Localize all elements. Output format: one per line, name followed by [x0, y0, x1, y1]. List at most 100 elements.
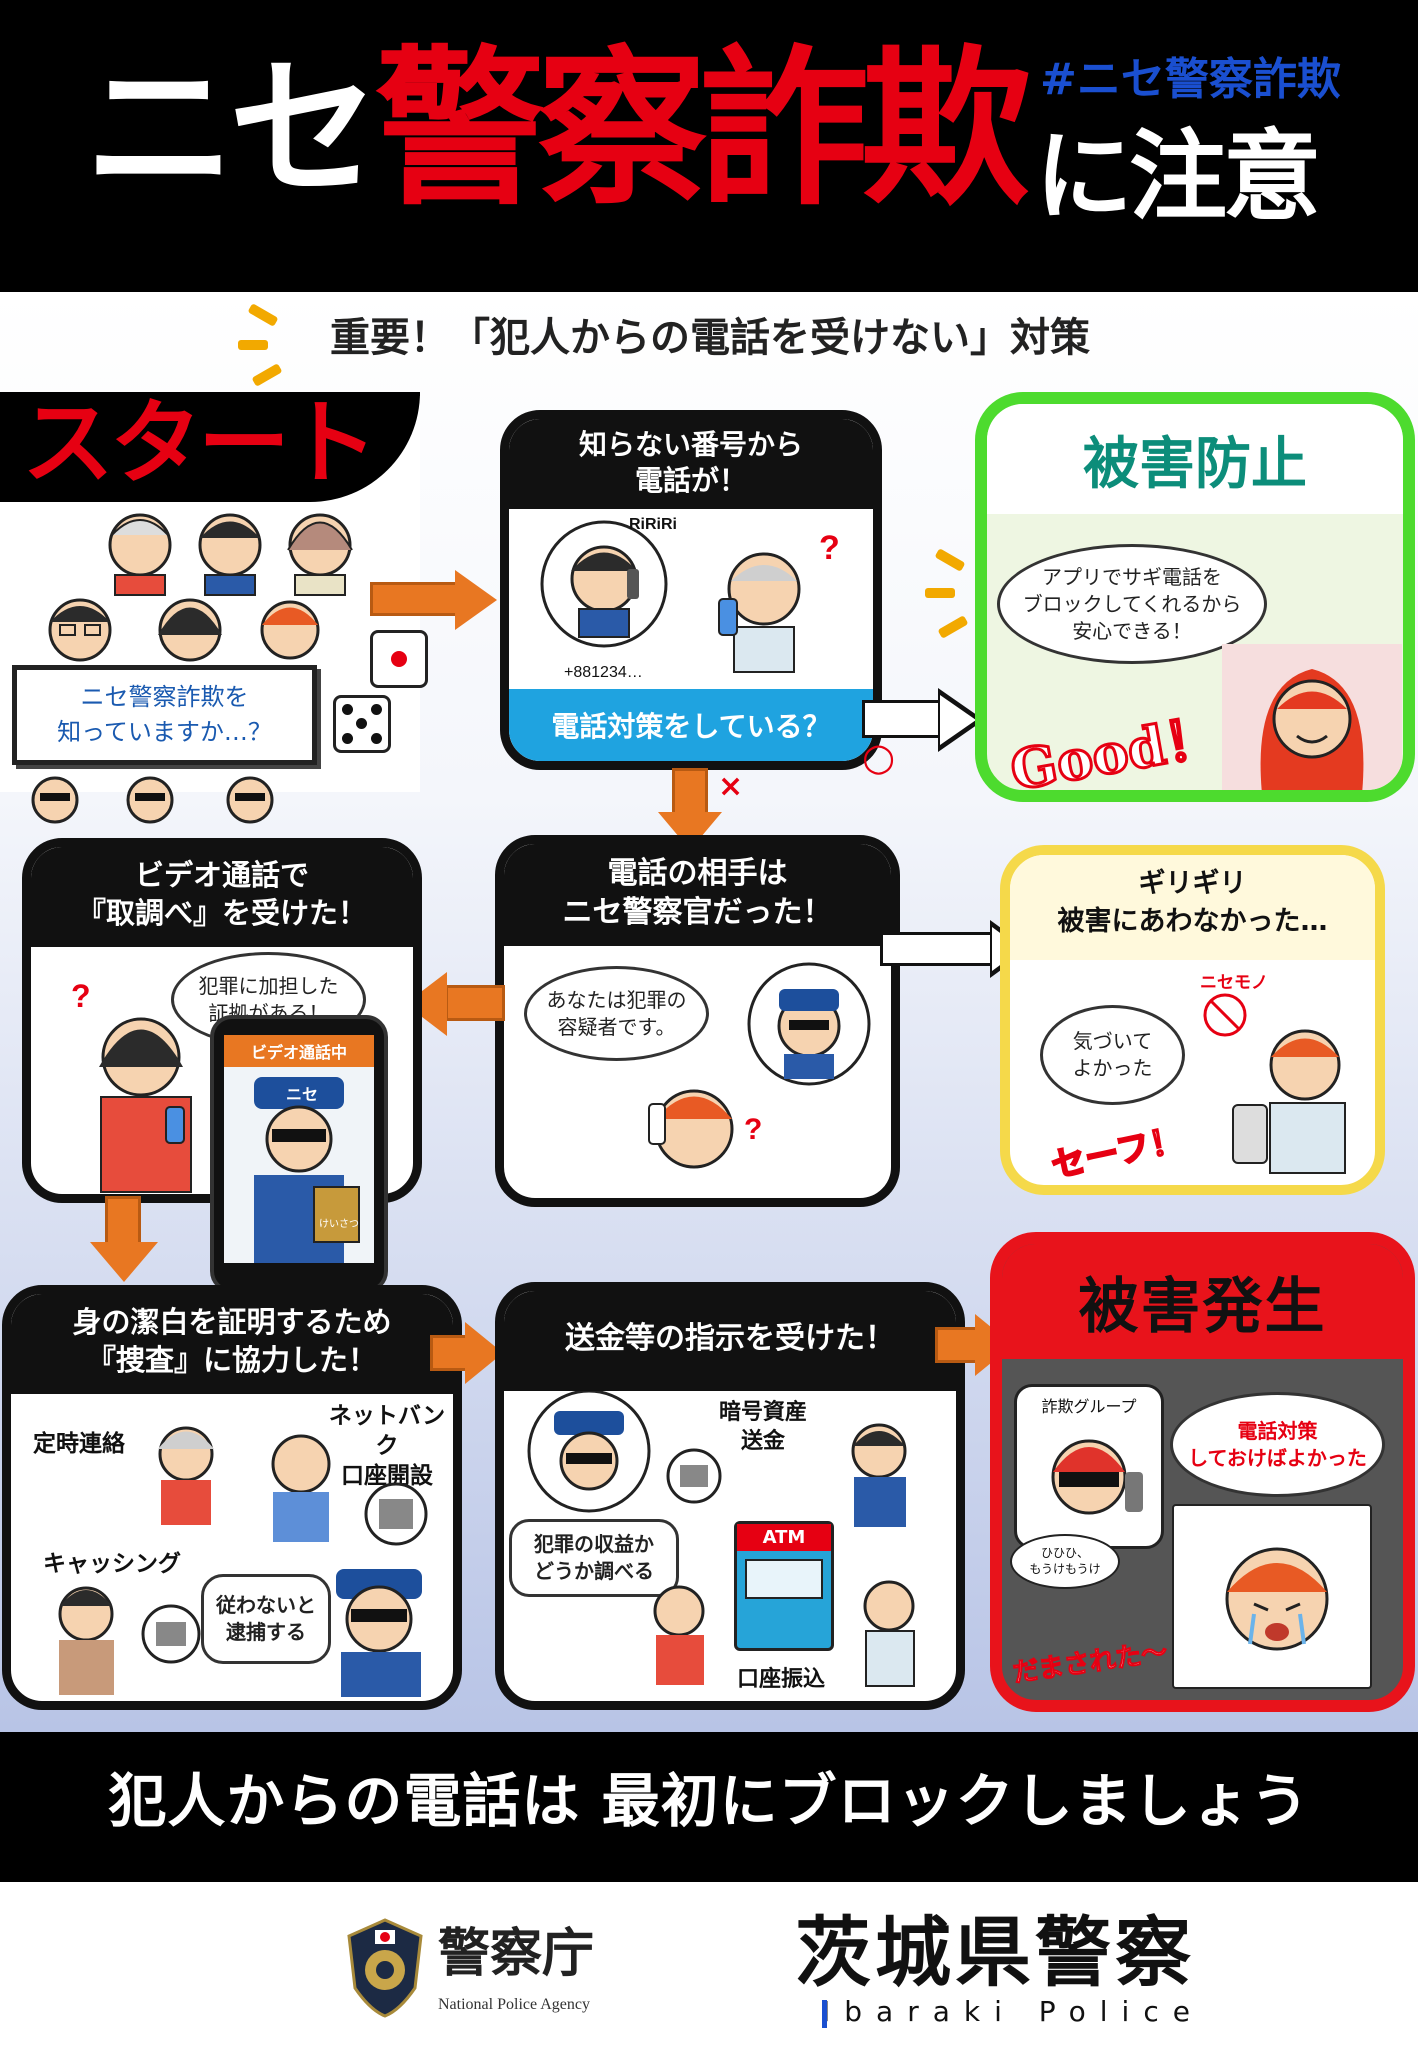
face-businessman	[198, 513, 262, 596]
step4-panel: 身の潔白を証明するため 『捜査』に協力した！ 定時連絡 ネットバンク 口座開設 …	[2, 1285, 462, 1710]
prevented-panel: 被害防止 アプリでサギ電話を ブロックしてくれるから 安心できる！ Good！	[975, 392, 1415, 802]
npa-name: 警察庁	[438, 1923, 595, 1984]
safe-label: セーフ！	[1047, 1118, 1188, 1187]
arrow-yes-to-prevented	[862, 700, 942, 738]
face-woman	[158, 598, 222, 662]
face-boy	[260, 600, 320, 660]
escape-bubble: 気づいて よかった	[1040, 1005, 1185, 1105]
spark-icon	[925, 588, 955, 598]
start-question: ニセ警察詐欺を 知っていますか…？	[57, 683, 272, 746]
arrow-step4-to-step5	[430, 1335, 470, 1371]
group-label: 詐欺グループ	[1041, 1397, 1137, 1416]
officer-on-screen: ニセ けいさつ	[254, 1077, 360, 1263]
step3-title: ビデオ通話で 『取調べ』を受けた！	[31, 847, 413, 947]
ibaraki-english: Ibaraki Police	[822, 1995, 1204, 2028]
arrow-step5-to-damage	[935, 1327, 980, 1363]
step2-bubble-text: あなたは犯罪の 容疑者です。	[546, 987, 687, 1039]
caller-illustration: RiRiRi +881234… ?	[540, 516, 840, 681]
laugh-bubble: ひひひ、 もうけもうけ	[1010, 1534, 1120, 1589]
svg-text:けいさつ: けいさつ	[319, 1218, 359, 1230]
spark-icon	[238, 340, 268, 350]
step4-bubble-text: 従わないと 逮捕する	[216, 1593, 316, 1644]
start-label: スタート	[22, 390, 378, 497]
prevented-bubble-text: アプリでサギ電話を ブロックしてくれるから 安心できる！	[1022, 564, 1242, 643]
phone-screen: ビデオ通話中 ニセ けいさつ	[224, 1035, 374, 1263]
scammer-illustration	[1051, 1439, 1143, 1515]
yes-mark: ○	[862, 735, 896, 779]
dice-five-icon	[333, 695, 391, 753]
title-nise: ニセ	[85, 43, 379, 217]
prevented-title-bar: 被害防止	[987, 404, 1403, 514]
ibaraki-name: 茨城県警察	[795, 1908, 1195, 1997]
cap-label: ニセ	[286, 1087, 318, 1104]
narrow-escape-panel: ギリギリ 被害にあわなかった… ニセモノ 気づいて よかった セーフ！	[1000, 845, 1385, 1195]
prevented-title: 被害防止	[1083, 431, 1307, 497]
step5-bubble: 犯罪の収益か どうか調べる	[509, 1519, 679, 1597]
step2-bubble: あなたは犯罪の 容疑者です。	[524, 966, 709, 1061]
atm-label: ATM	[737, 1524, 831, 1551]
face-glasses-man	[48, 598, 112, 662]
step4-label1: 定時連絡	[33, 1424, 125, 1458]
arrow-step3-to-step4	[105, 1196, 141, 1248]
face-elder-man	[108, 513, 172, 596]
step1-question: 電話対策をしている？	[551, 710, 831, 743]
svg-text:?: ?	[744, 1113, 762, 1146]
arrow-head-fill	[940, 695, 976, 745]
ring-text: RiRiRi	[629, 516, 677, 533]
step5-panel: 送金等の指示を受けた！ 暗号資産 送金 犯罪の収益か どうか調べる ATM 口座…	[495, 1282, 965, 1710]
face-elder-woman	[287, 513, 353, 596]
remittance-illustration	[527, 1391, 915, 1687]
title-keisatsu-sagi: 警察詐欺	[375, 31, 1031, 229]
upside-down-faces	[31, 776, 274, 824]
regret-bubble: 電話対策 しておけばよかった	[1170, 1392, 1385, 1497]
escape-title: ギリギリ 被害にあわなかった…	[1010, 855, 1375, 960]
relieved-man-illustration	[1203, 993, 1346, 1174]
step1-question-bar[interactable]: 電話対策をしている？	[509, 689, 873, 761]
phone-screen-label: ビデオ通話中	[224, 1035, 374, 1067]
arrow-head	[455, 570, 497, 630]
hashtag[interactable]: #ニセ警察詐欺	[1040, 54, 1341, 105]
crying-man-illustration	[1225, 1547, 1329, 1651]
logo-area	[0, 1882, 1418, 2048]
worried-woman-illustration: ?	[71, 978, 192, 1193]
step5-bubble-text: 犯罪の収益か どうか調べる	[534, 1532, 654, 1583]
ibaraki-accent-bar	[822, 2000, 827, 2028]
start-question-box: ニセ警察詐欺を 知っていますか…？	[12, 665, 317, 765]
step4-bubble: 従わないと 逮捕する	[201, 1574, 331, 1664]
fake-officer-suspect-illustration: ?	[648, 962, 871, 1169]
dice-one-icon	[370, 630, 428, 688]
escape-bubble-text: 気づいて よかった	[1072, 1029, 1153, 1080]
damage-title-bar: 被害発生	[1002, 1244, 1403, 1359]
scam-group-box: 詐欺グループ	[1014, 1384, 1164, 1549]
footer-message: 犯人からの電話は 最初にブロックしましょう	[108, 1767, 1310, 1835]
no-mark: ×	[718, 769, 744, 804]
fake-label: ニセモノ	[1200, 973, 1268, 993]
header-banner	[0, 0, 1418, 292]
step1-panel: 知らない番号から 電話が！ RiRiRi +881234… ? 電話対策をしてい…	[500, 410, 882, 770]
arrow-start-to-step1	[370, 582, 460, 616]
step5-label1: 暗号資産 送金	[719, 1400, 808, 1454]
step2-title: 電話の相手は ニセ警察官だった！	[504, 844, 891, 946]
title-ni-chui: に注意	[1035, 120, 1321, 234]
step1-title: 知らない番号から 電話が！	[509, 419, 873, 509]
arrow-step2-to-step3	[445, 985, 505, 1021]
arrow-step2-to-escape	[880, 932, 995, 966]
regret-text: 電話対策 しておけばよかった	[1188, 1418, 1367, 1470]
damage-panel: 被害発生 詐欺グループ ひひひ、 もうけもうけ 電話対策 しておけばよかった だ…	[990, 1232, 1415, 1712]
step2-panel: 電話の相手は ニセ警察官だった！ あなたは犯罪の 容疑者です。 ?	[495, 835, 900, 1207]
caller-number: +881234…	[564, 664, 643, 681]
happy-woman-illustration	[1222, 644, 1402, 790]
good-label: Good！	[1004, 702, 1225, 802]
damage-title: 被害発生	[1078, 1272, 1327, 1342]
citizens-illustration	[31, 513, 353, 824]
step4-label2: ネットバンク 口座開設	[328, 1403, 446, 1489]
start-header	[0, 392, 420, 502]
deceived-label: だまされた〜	[1011, 1637, 1170, 1689]
npa-english: National Police Agency	[438, 1996, 590, 2013]
arrow-no-to-step2	[672, 768, 708, 818]
laugh-text: ひひひ、 もうけもうけ	[1029, 1545, 1101, 1576]
victim-cooperation-illustration	[58, 1426, 428, 1697]
step5-label2: 口座振込	[729, 1659, 834, 1695]
svg-text:?: ?	[819, 529, 840, 567]
npa-emblem-icon	[347, 1918, 423, 2018]
